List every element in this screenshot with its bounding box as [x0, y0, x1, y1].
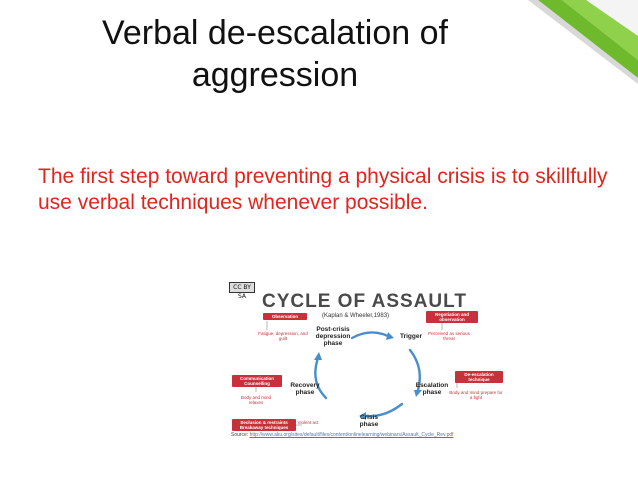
arrowhead-right — [414, 390, 422, 397]
cycle-arrow-left — [314, 356, 328, 400]
cycle-arrow-bottom — [363, 402, 404, 418]
observation-box: Observation — [263, 313, 307, 320]
arrowhead-left — [314, 352, 322, 360]
page-curl-decoration — [528, 0, 638, 84]
diagram-title: CYCLE OF ASSAULT — [262, 291, 467, 312]
cycle-arrow-top — [350, 331, 390, 340]
body-relaxes-note: Body and mind relaxes — [240, 395, 272, 405]
diagram-subtitle: (Kaplan & Wheeler,1983) — [322, 313, 390, 319]
source-link[interactable]: http://www.aku.org/sites/default/files/c… — [249, 432, 454, 438]
cycle-arrow-right — [408, 348, 421, 392]
post-crisis-phase-label: Post-crisis depression phase — [315, 326, 351, 347]
communication-box: Communication Counselling — [232, 375, 282, 387]
source-label: Source: — [231, 432, 249, 438]
negotiation-box: Negotiation and observation — [426, 311, 478, 323]
arrowhead-top — [386, 332, 394, 340]
arrowhead-bottom — [359, 412, 366, 420]
seclusion-box: Seclusion & restraints Breakaway techniq… — [232, 419, 296, 431]
violent-act-note: Violent act — [297, 420, 319, 425]
escalation-phase-label: Escalation phase — [415, 382, 449, 396]
body-prepare-note: Body and mind prepare for a fight — [449, 390, 503, 400]
perceived-note: Perceived as serious threat — [428, 331, 470, 341]
cycle-diagram — [255, 321, 458, 426]
de-escalation-box: De-escalation technique — [455, 371, 503, 383]
license-badge: CC BY SA — [229, 282, 255, 300]
recovery-phase-label: Recovery phase — [290, 382, 320, 396]
fatigue-note: Fatigue, depression, and guilt — [258, 331, 308, 341]
trigger-label: Trigger — [399, 333, 423, 340]
source-citation: Source: http://www.aku.org/sites/default… — [231, 432, 521, 438]
slide-title: Verbal de-escalation of aggression — [102, 14, 448, 94]
slide-body-text: The first step toward preventing a physi… — [38, 165, 608, 214]
crisis-phase-label: Crisis phase — [359, 414, 379, 428]
